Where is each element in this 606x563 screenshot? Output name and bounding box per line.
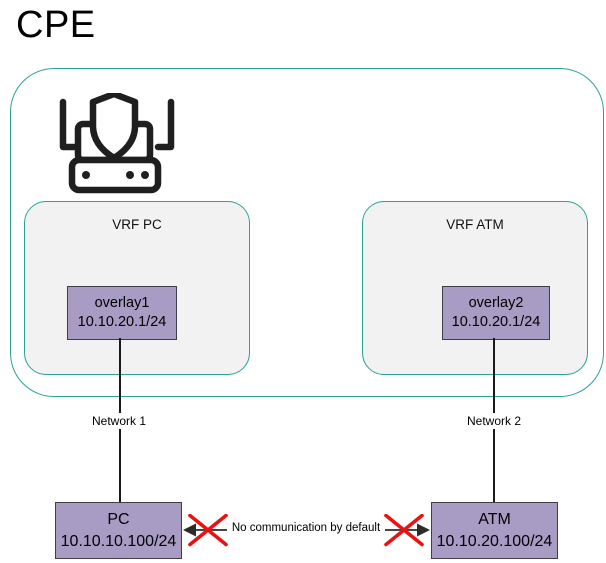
network2-label: Network 2	[453, 413, 535, 429]
left-antenna	[59, 98, 80, 151]
router-panel	[68, 156, 162, 194]
vrf-pc-label: VRF PC	[112, 217, 162, 232]
diagram-title: CPE	[16, 4, 96, 46]
network1-label: Network 1	[78, 413, 160, 429]
overlay1-ip: 10.10.20.1/24	[77, 314, 167, 330]
overlay1-name: overlay1	[94, 295, 150, 311]
overlay1-node: overlay1 10.10.20.1/24	[67, 286, 177, 340]
cpe-container-box: VRF PC overlay1 10.10.20.1/24 VRF ATM ov…	[10, 68, 604, 397]
atm-name: ATM	[478, 510, 511, 528]
pc-name: PC	[107, 510, 130, 528]
right-antenna	[154, 98, 175, 151]
no-communication-label: No communication by default	[227, 521, 385, 536]
pc-node: PC 10.10.10.100/24	[55, 502, 182, 559]
overlay2-node: overlay2 10.10.20.1/24	[442, 286, 550, 340]
overlay2-ip: 10.10.20.1/24	[451, 314, 541, 330]
red-x-icon-right	[384, 514, 424, 547]
shield	[89, 93, 139, 162]
red-x-icon-left	[188, 514, 228, 547]
arrowhead-left	[183, 523, 196, 537]
vrf-atm-label: VRF ATM	[446, 217, 504, 232]
atm-ip: 10.10.20.100/24	[436, 532, 553, 550]
vrf-pc-box: VRF PC overlay1 10.10.20.1/24	[24, 201, 250, 375]
overlay2-name: overlay2	[468, 295, 524, 311]
atm-node: ATM 10.10.20.100/24	[431, 502, 558, 559]
pc-ip: 10.10.10.100/24	[60, 532, 177, 550]
arrowhead-right	[417, 523, 430, 537]
vrf-atm-box: VRF ATM overlay2 10.10.20.1/24	[362, 201, 588, 375]
firewall-router-icon	[59, 93, 175, 194]
